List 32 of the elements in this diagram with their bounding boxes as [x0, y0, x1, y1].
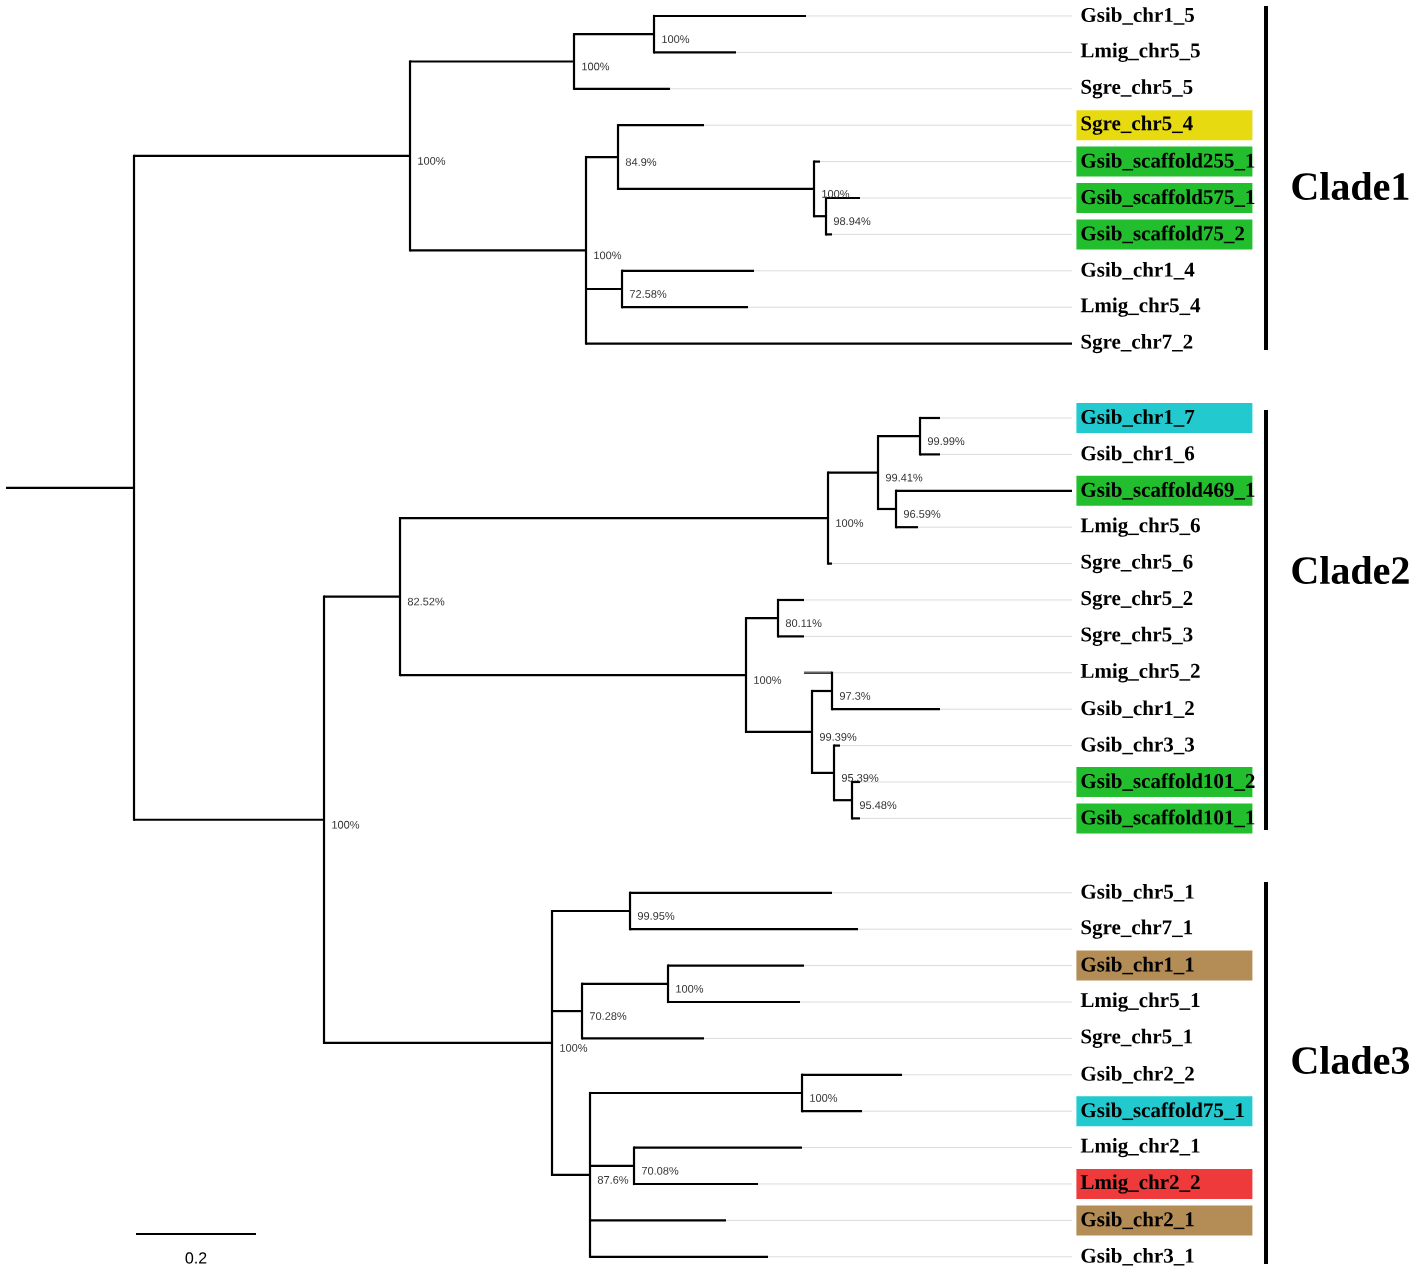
leaf-label: Sgre_chr5_6: [1081, 554, 1193, 574]
leaf-label: Gsib_chr1_6: [1081, 445, 1195, 464]
highlighted-leaf-label: Gsib_scaffold75_1: [1076, 1096, 1253, 1127]
leaf-label: Sgre_chr5_5: [1081, 79, 1193, 99]
leaf-label: Sgre_chr7_2: [1081, 334, 1193, 354]
scale-label: 0.2: [185, 1252, 207, 1264]
highlighted-leaf-label: Gsib_chr2_1: [1076, 1205, 1253, 1236]
leaf-label: Lmig_chr5_1: [1080, 992, 1200, 1012]
leaf-label: Sgre_chr5_2: [1081, 590, 1193, 610]
highlighted-leaf-label: Sgre_chr5_4: [1076, 110, 1253, 141]
leaf-label: Gsib_chr1_4: [1081, 262, 1195, 280]
leaf-label: Lmig_chr5_6: [1080, 517, 1200, 537]
leaf-label: Gsib_chr3_1: [1081, 1248, 1194, 1266]
leaf-label: Lmig_chr5_4: [1080, 297, 1201, 317]
leaf-label: Lmig_chr2_1: [1080, 1138, 1200, 1158]
clade-label: Clade3: [1292, 1045, 1410, 1075]
leaf-label: Gsib_chr1_2: [1081, 700, 1194, 718]
highlighted-leaf-label: Gsib_scaffold75_2: [1076, 219, 1253, 250]
leaf-label: Sgre_chr5_1: [1081, 1028, 1193, 1048]
leaf-label: Sgre_chr5_3: [1081, 626, 1193, 646]
highlighted-leaf-label: Gsib_chr1_7: [1076, 403, 1253, 433]
clade-label: Clade2: [1292, 555, 1409, 585]
leaf-label: Gsib_chr2_2: [1081, 1066, 1194, 1084]
leaf-label: Gsib_chr3_3: [1081, 736, 1195, 755]
highlighted-leaf-label: Lmig_chr2_2: [1076, 1169, 1253, 1199]
leaf-label: Lmig_chr5_5: [1080, 42, 1200, 62]
leaf-label: Gsib_chr5_1: [1081, 884, 1194, 902]
leaf-label: Sgre_chr7_1: [1081, 919, 1193, 939]
leaf-label: Lmig_chr5_2: [1080, 663, 1200, 683]
leaf-label: Gsib_chr1_5: [1081, 7, 1194, 25]
highlighted-leaf-label: Gsib_chr1_1: [1076, 950, 1253, 981]
clade-label: Clade1: [1292, 171, 1409, 201]
